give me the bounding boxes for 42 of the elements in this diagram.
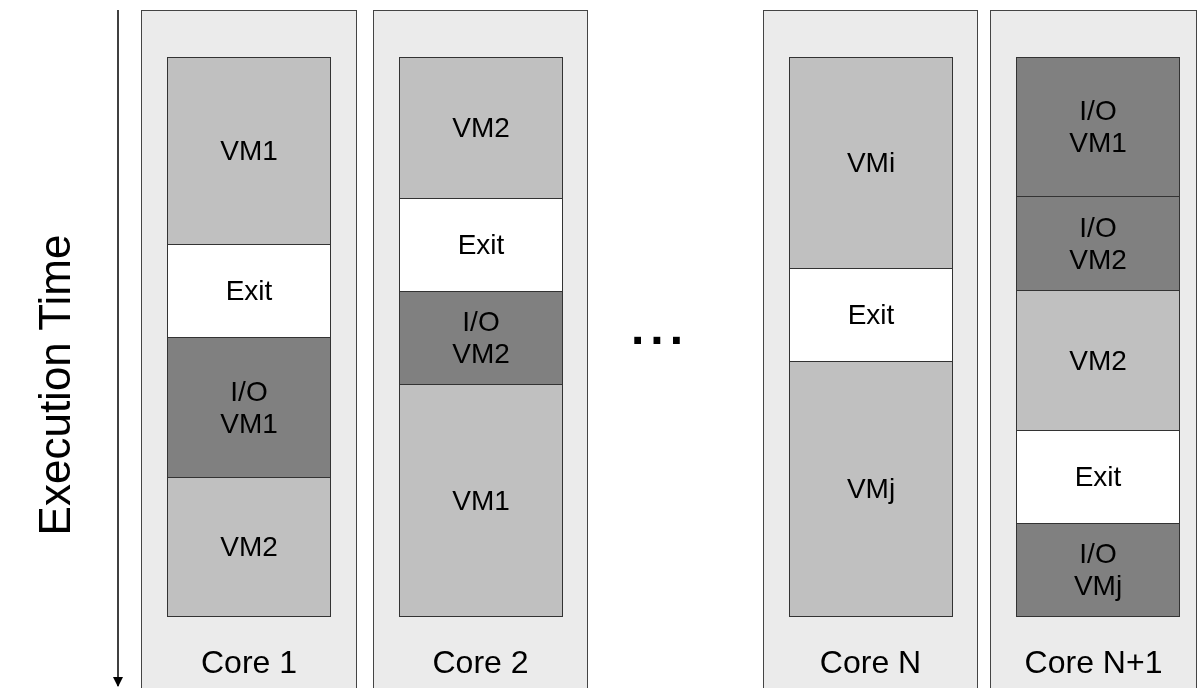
core-label: Core 2 [431,644,530,681]
slice-label: Exit [846,299,896,331]
slice-label: VM2 [219,531,279,563]
time-slice-block [167,337,331,478]
time-slice-block [167,477,331,617]
slice-label: VMi [845,147,897,179]
time-slice-block [399,291,563,385]
time-slice-block [1016,430,1180,524]
time-slice-block [399,384,563,617]
core-label: Core N+1 [1023,644,1164,681]
slice-label: VM1 [451,484,511,517]
time-slice-block [789,361,953,617]
slice-label: VM2 [1068,344,1128,377]
time-slice-block [789,57,953,269]
time-slice-block [399,57,563,199]
slice-label: Exit [1073,461,1123,493]
slice-label: I/O VM1 [219,375,279,440]
time-slice-block [1016,290,1180,431]
time-slice-block [399,198,563,292]
time-slice-block [167,57,331,245]
slice-label: I/O VM1 [1068,95,1128,159]
time-slice-block [1016,523,1180,617]
time-slice-block [1016,196,1180,291]
time-slice-block [1016,57,1180,197]
ellipsis-mark: ... [631,300,689,355]
slice-label: VM2 [451,112,511,144]
slice-label: I/O VMj [1072,538,1124,602]
core-panel [141,10,357,688]
core-panel [990,10,1197,688]
slice-label: Exit [456,229,506,261]
core-label: Core 1 [199,644,298,681]
time-slice-block [789,268,953,362]
core-panel [373,10,588,688]
slice-label: I/O VM2 [451,306,511,370]
slice-label: VM1 [219,135,279,167]
time-slice-block [167,244,331,338]
slice-label: I/O VM2 [1068,211,1128,276]
slice-label: Exit [224,275,274,307]
axis-label: Execution Time [30,234,80,536]
slice-label: VMj [845,473,897,505]
core-label: Core N [818,644,923,681]
core-panel [763,10,978,688]
